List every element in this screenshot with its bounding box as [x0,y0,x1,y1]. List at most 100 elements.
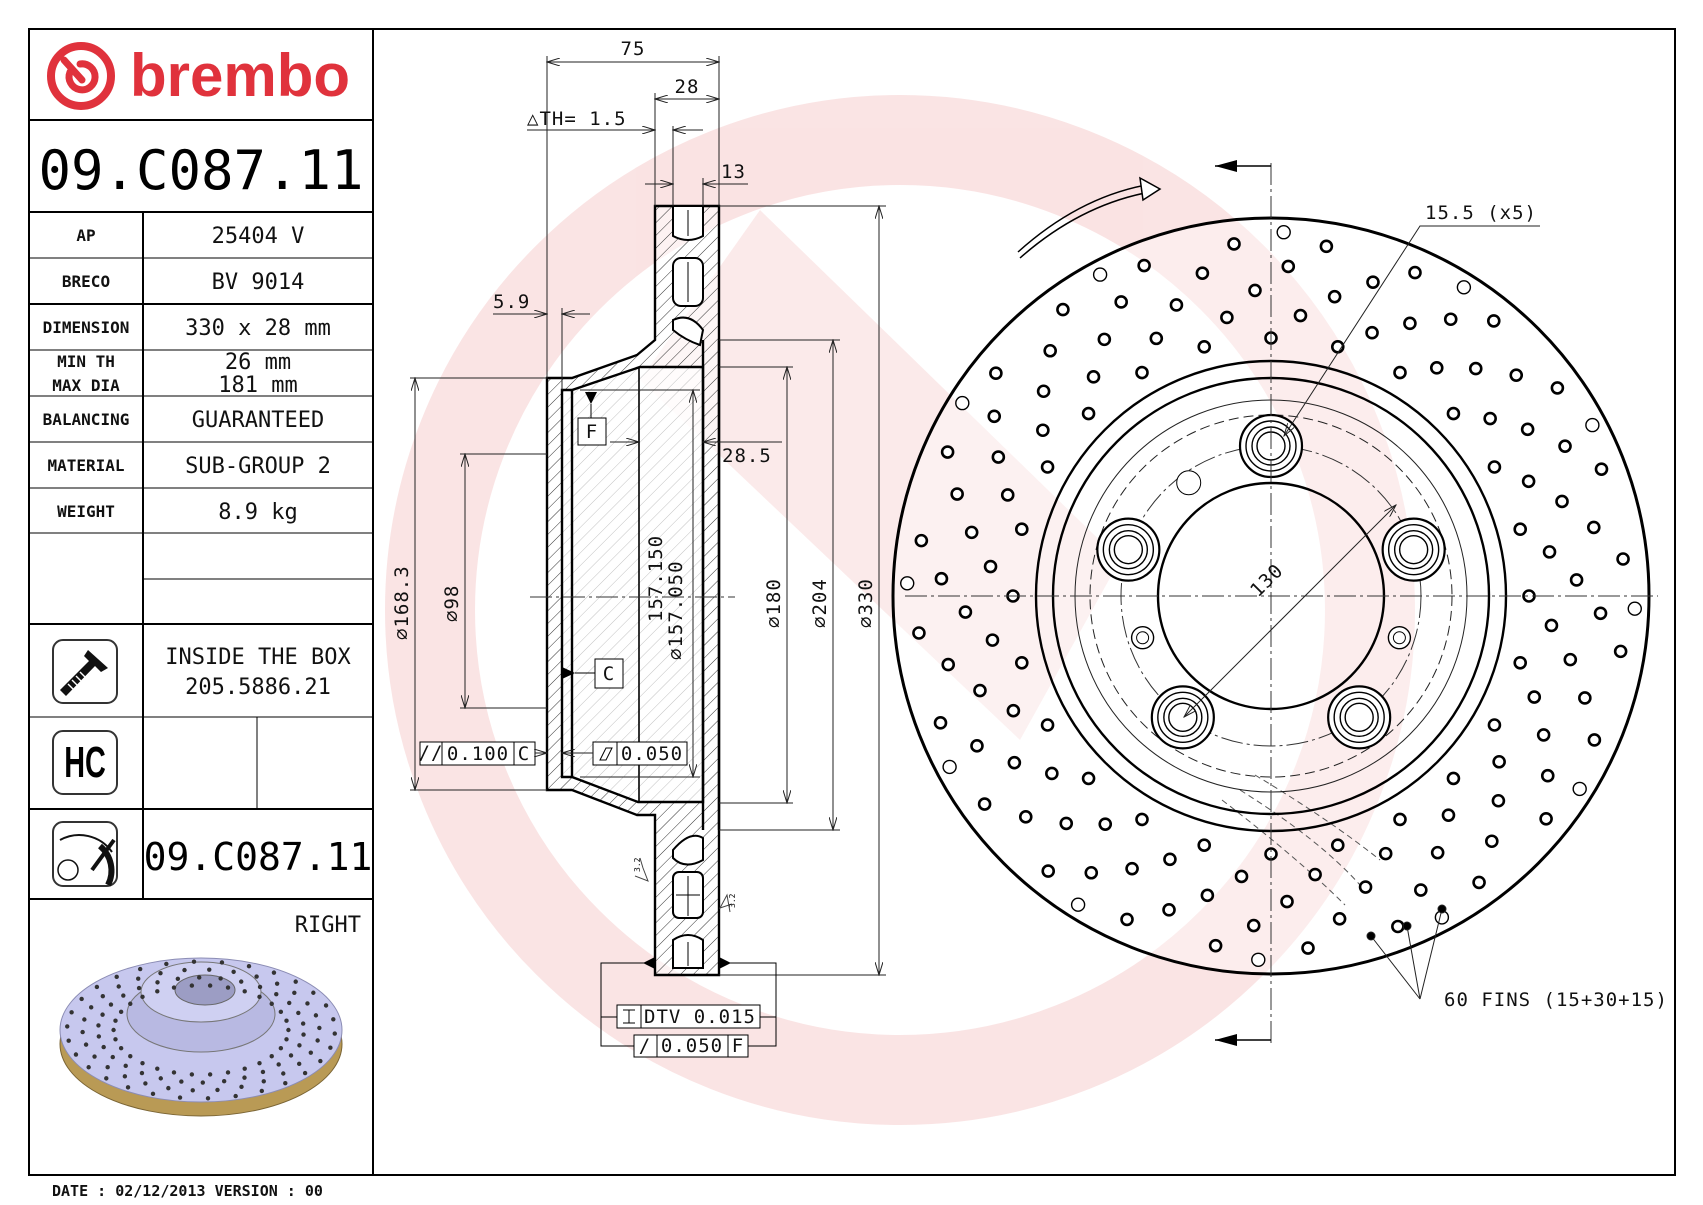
render-hole [315,1038,320,1043]
drilled-hole [1441,808,1456,822]
dim-dia-98: ⌀98 [441,585,463,622]
render-hole [257,1060,262,1066]
render-hole [242,989,247,994]
render-hole [105,1065,110,1070]
dim-hat-wall: 5.9 [493,291,530,313]
dim-dia-157-min: ⌀157.050 [665,560,687,660]
render-hole [128,1001,133,1006]
render-hole [276,1062,281,1067]
bolt-hole [1381,517,1446,582]
drilled-hole [1485,834,1499,849]
drilled-hole [1000,488,1015,502]
render-hole [254,974,259,979]
drilled-hole [1036,423,1050,438]
drilled-hole [1319,239,1334,254]
drilled-hole [1081,771,1096,786]
render-hole [150,1091,156,1097]
render-hole [164,961,169,967]
render-hole [116,984,121,989]
parallelism-frame: // 0.100 C [419,741,547,766]
drawing-frame [28,28,1676,1176]
svg-text:0.050: 0.050 [661,1035,723,1057]
render-hole [125,1085,131,1090]
drilled-hole [1084,865,1099,880]
outer-hole [955,395,970,411]
drilled-hole [964,525,979,540]
svg-text:F: F [586,421,598,443]
render-hole [143,1081,148,1086]
dtv-frame: DTV 0.015 [600,957,777,1047]
render-hole [293,979,298,984]
render-hole [218,976,223,981]
drilled-hole [1125,861,1139,876]
drilled-hole [1430,845,1445,860]
drilled-hole [1248,283,1262,298]
dim-28-5: 28.5 [722,445,772,467]
bolt-hole [1398,534,1429,565]
fins-label: 60 FINS (15+30+15) [1444,989,1668,1011]
disc-3d-render [59,957,343,1117]
drilled-hole [1036,384,1051,399]
drilled-hole [1491,793,1506,808]
render-hole [239,1084,244,1090]
drilled-hole [973,683,987,698]
render-hole [259,1088,265,1094]
drilled-hole [1429,361,1444,375]
svg-text://: // [419,742,444,764]
drilled-hole [1521,474,1536,489]
dim-thickness: 28 [675,76,700,98]
render-hole [100,1012,105,1017]
render-hole [66,1038,71,1043]
render-hole [215,1087,220,1093]
render-hole [118,1045,124,1051]
drilled-hole [1587,733,1602,747]
render-hole [104,1076,109,1081]
drilled-hole [1135,365,1149,380]
render-hole [231,969,236,975]
drilled-hole [933,716,948,730]
drilled-hole [941,657,956,672]
render-hole [155,980,160,985]
render-hole [140,994,145,1000]
drilled-hole [1391,919,1405,934]
drilled-hole [1227,237,1241,251]
drilled-hole [1536,728,1551,742]
render-hole [158,970,163,976]
render-hole [82,1017,87,1022]
brembo-logo: brembo [47,42,350,110]
spec-label-min-th: MIN TH [57,352,115,371]
drilled-hole [1443,312,1458,327]
outer-hole [1070,897,1086,912]
bolt-hole [1327,685,1392,750]
svg-text:C: C [603,663,615,685]
render-hole [302,1070,308,1076]
fins-leaders [1366,904,1447,1000]
drilled-hole [1163,852,1177,867]
front-view: 15.5 (x5) 130 60 FINS (15+30+15) [891,160,1668,1046]
drilled-hole [1014,655,1029,670]
brand-name: brembo [130,42,350,109]
spec-value-weight: 8.9 kg [218,500,297,525]
drilled-hole [1613,644,1628,659]
drilled-hole [1483,411,1497,426]
drilled-hole [1097,332,1112,347]
render-hole [179,1079,184,1084]
section-view: 75 28 △TH= 1.5 13 5.9 28.5 ⌀168.3 ⌀98 15… [391,38,886,1058]
fin-lines [1221,774,1381,906]
spec-label-material: MATERIAL [47,456,124,475]
drilled-hole [1007,755,1022,770]
render-hole [79,996,84,1002]
drilled-hole [1378,846,1393,861]
render-hole [257,984,263,990]
drilled-hole [1446,406,1461,421]
render-hole [281,1071,286,1076]
render-hole [225,985,231,990]
render-hole [278,1009,284,1015]
drilled-hole [1086,370,1101,384]
drilled-hole [1149,331,1164,346]
drilled-hole [1043,343,1057,358]
dim-overall-height: 75 [621,38,646,60]
render-hole [113,1037,118,1042]
drilled-hole [1220,310,1234,325]
drilled-hole [1555,494,1569,509]
